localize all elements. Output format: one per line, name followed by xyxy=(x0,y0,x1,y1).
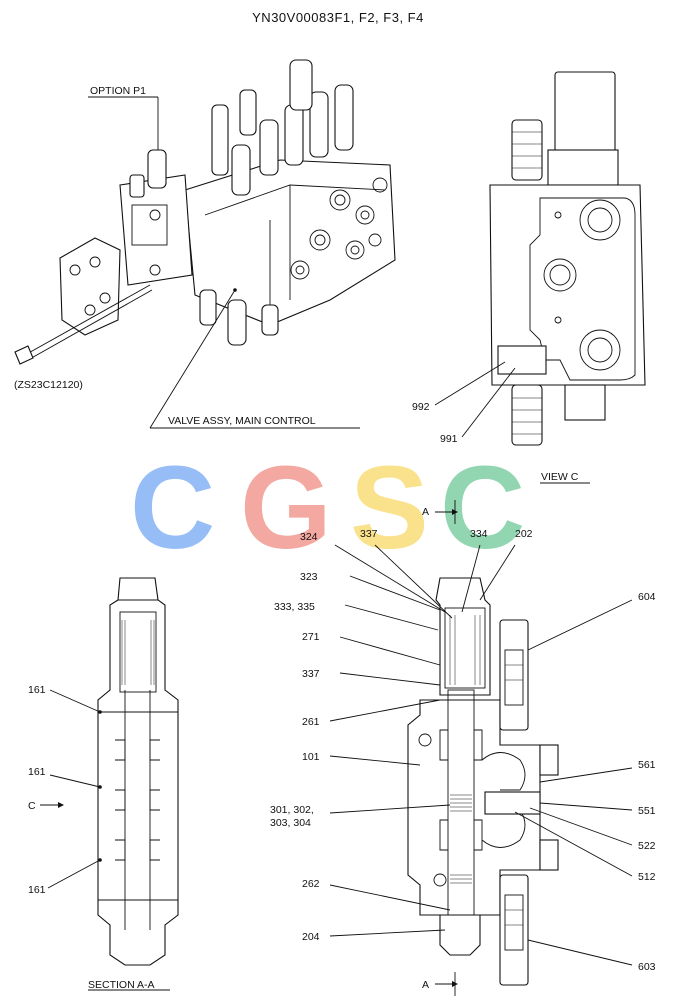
watermark-letter-s: S xyxy=(350,442,429,574)
watermark-letter-c2: C xyxy=(440,442,525,574)
callout-551: 551 xyxy=(638,805,656,817)
callout-303-304: 303, 304 xyxy=(270,817,311,829)
option-p1-label: OPTION P1 xyxy=(90,85,146,97)
valve-assy-label: VALVE ASSY, MAIN CONTROL xyxy=(168,415,316,427)
callout-204: 204 xyxy=(302,931,320,943)
callout-604: 604 xyxy=(638,591,656,603)
callout-262: 262 xyxy=(302,878,320,890)
watermark-letter-g: G xyxy=(240,442,332,574)
callout-337: 337 xyxy=(302,668,320,680)
section-aa-drawing xyxy=(40,577,179,991)
section-a-bottom-label: A xyxy=(422,979,429,991)
callout-101: 101 xyxy=(302,751,320,763)
callout-512: 512 xyxy=(638,871,656,883)
callout-334: 334 xyxy=(470,528,488,540)
page-title: YN30V00083F1, F2, F3, F4 xyxy=(252,10,424,25)
valve-assembly-isometric xyxy=(14,59,396,429)
view-c-label: VIEW C xyxy=(541,471,579,483)
callout-991: 991 xyxy=(440,433,458,445)
main-section-drawing xyxy=(329,500,633,996)
callout-603: 603 xyxy=(638,961,656,973)
callout-271: 271 xyxy=(302,631,320,643)
callout-522: 522 xyxy=(638,840,656,852)
callout-333-335: 333, 335 xyxy=(274,601,315,613)
view-c-arrow-label: C xyxy=(28,800,36,812)
callout-323: 323 xyxy=(300,571,318,583)
section-aa-label: SECTION A-A xyxy=(88,979,155,991)
callout-161-middle: 161 xyxy=(28,766,46,778)
cgsc-watermark: C G S C xyxy=(130,442,525,574)
callout-301-302: 301, 302, xyxy=(270,804,314,816)
callout-261: 261 xyxy=(302,716,320,728)
callout-202: 202 xyxy=(515,528,533,540)
callout-161-top: 161 xyxy=(28,684,46,696)
callout-561: 561 xyxy=(638,759,656,771)
callout-324: 324 xyxy=(300,531,318,543)
view-c-drawing xyxy=(434,71,646,484)
zs-part-number-label: (ZS23C12120) xyxy=(14,379,83,391)
section-a-top-label: A xyxy=(422,506,429,518)
callout-992: 992 xyxy=(412,401,430,413)
watermark-letter-c1: C xyxy=(130,442,215,574)
callout-337-top: 337 xyxy=(360,528,378,540)
callout-161-bottom: 161 xyxy=(28,884,46,896)
